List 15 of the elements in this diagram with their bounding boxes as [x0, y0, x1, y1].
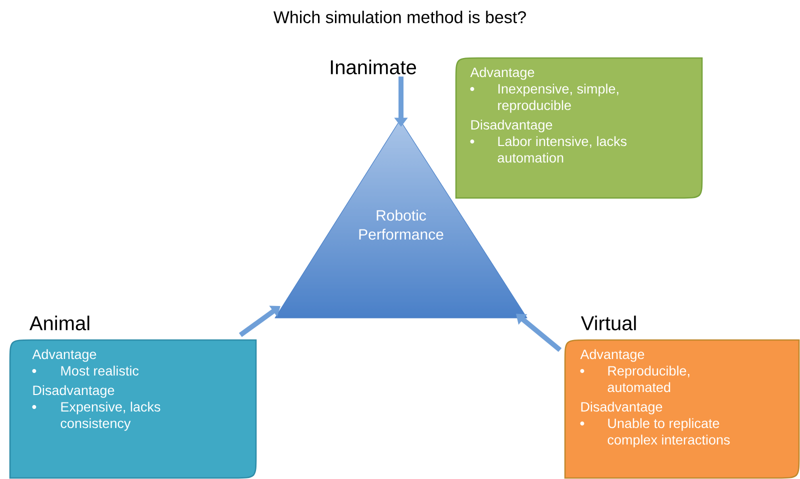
bullet-item: Reproducible, automated	[580, 366, 690, 392]
bullet-item: Inexpensive, simple, reproducible	[470, 84, 618, 113]
arrow	[238, 306, 280, 338]
category-heading: Virtual	[580, 316, 636, 330]
bullet-item: Unable to replicate complex interactions	[580, 418, 730, 448]
category-heading: Inanimate	[330, 60, 416, 74]
bullet-item: Most realistic	[32, 366, 139, 376]
section-heading: Advantage	[32, 349, 96, 362]
category-heading: Animal	[29, 316, 90, 330]
title: Which simulation method is best?	[273, 10, 526, 24]
section-heading: Disadvantage	[581, 402, 662, 414]
section-heading: Advantage	[580, 349, 644, 362]
bullet-item: Expensive, lacks consistency	[32, 402, 160, 431]
section-heading: Advantage	[470, 67, 534, 80]
section-heading: Disadvantage	[33, 385, 114, 398]
